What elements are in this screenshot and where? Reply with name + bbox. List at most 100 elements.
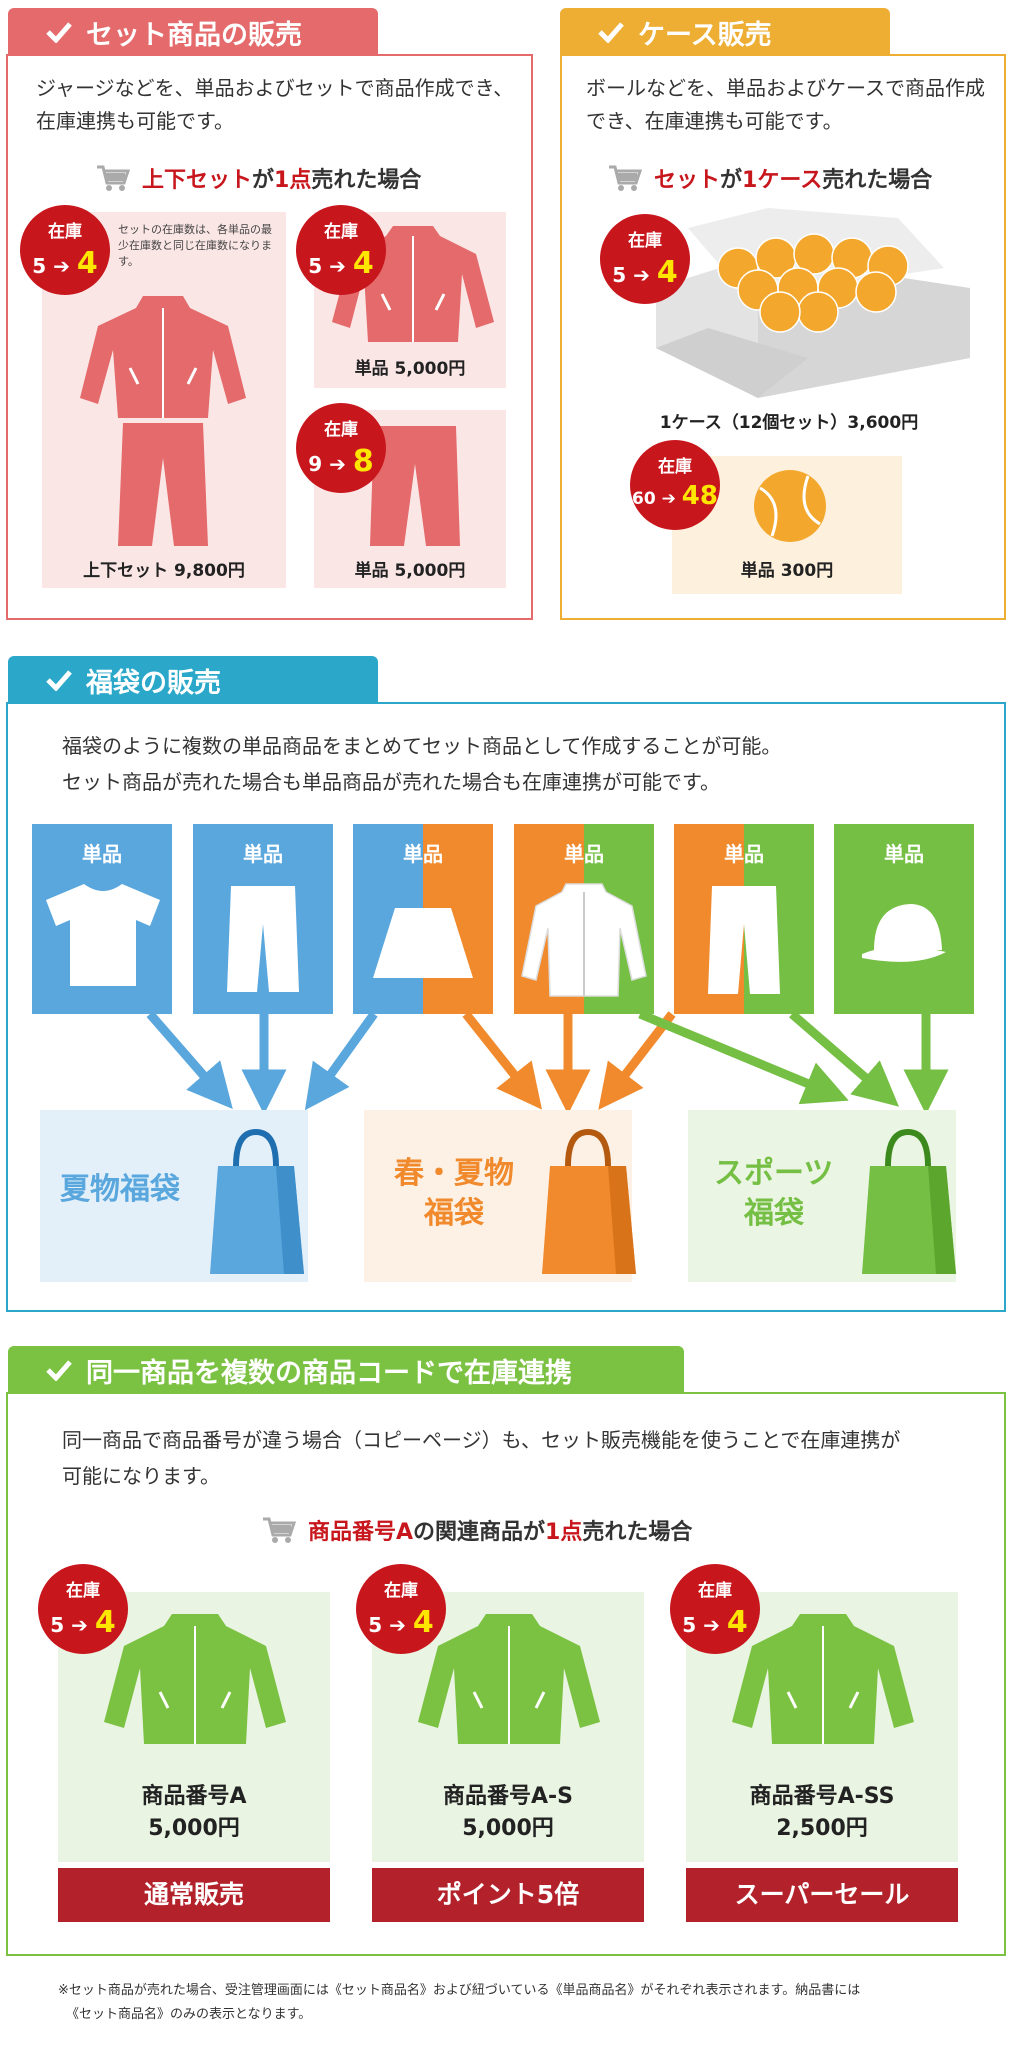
sports-bag-card: スポーツ 福袋 [688,1110,956,1282]
summer-bag-label: 夏物福袋 [60,1172,180,1207]
scenario-item: セット [654,168,721,193]
tile-shorts: 単品 [193,824,333,1014]
point-5x-button[interactable]: ポイント5倍 [372,1868,644,1922]
spring-summer-bag-card: 春・夏物 福袋 [364,1110,636,1282]
scenario-count: 1ケース [742,168,823,193]
shopping-bag-icon [542,1128,636,1274]
ball-icon [754,470,826,542]
stock-label: 在庫 [384,1581,418,1601]
stock-from: 9 [308,452,323,476]
stock-to: 8 [352,444,374,479]
set-note: セットの在庫数は、各単品の最少在庫数と同じ在庫数になります。 [118,223,272,268]
stock-from: 5 [32,254,47,278]
cart-icon [97,165,130,191]
stock-from: 5 [612,263,627,287]
scenario-post: 売れた場合 [822,168,933,193]
product-price: 2,500円 [776,1816,868,1841]
product-a-stock-badge: 在庫 5 ➔ 4 [38,1564,128,1654]
stock-from: 5 [308,254,323,278]
scenario-count: 1点 [274,168,312,193]
tile-label: 単品 [403,842,443,866]
tshirt-icon [46,884,160,986]
check-icon [598,22,624,43]
stock-to: 4 [76,246,98,281]
stock-to: 4 [656,255,678,290]
scenario-post: 売れた場合 [582,1520,693,1545]
pants-icon [370,426,460,546]
flow-arrows [146,1010,949,1115]
ball-case-icon [656,208,970,398]
stock-label: 在庫 [48,222,82,242]
green-jacket-icon [732,1614,914,1744]
product-code: 商品番号A-SS [749,1784,895,1809]
product-code: 商品番号A [141,1784,247,1809]
cart-icon [263,1517,296,1543]
single-ball-stock-badge: 在庫 60 ➔ 48 [630,440,720,530]
scenario-mid: の関連商品が [413,1520,546,1545]
stock-to: 4 [412,1605,434,1640]
set-sales-header: セット商品の販売 [8,8,378,56]
cap-icon [862,904,946,962]
green-jacket-icon [418,1614,600,1744]
stock-label: 在庫 [658,457,692,477]
tile-label: 単品 [884,842,924,866]
tile-pants: 単品 [674,824,814,1014]
tile-jacket: 単品 [514,824,654,1014]
spring-summer-bag-label-1: 春・夏物 [394,1156,514,1191]
multi-code-desc-1: 同一商品で商品番号が違う場合（コピーページ）も、セット販売機能を使うことで在庫連… [62,1428,901,1452]
stock-label: 在庫 [66,1581,100,1601]
check-icon [46,670,72,691]
skirt-icon [373,908,473,978]
check-icon [46,1360,72,1381]
case-stock-badge: 在庫 5 ➔ 4 [600,214,690,304]
tile-tshirt: 単品 [32,824,172,1014]
lucky-bag-header: 福袋の販売 [8,656,378,704]
stock-from: 5 [368,1613,383,1637]
footnote-2: 《セット商品名》のみの表示となります。 [66,2007,312,2022]
normal-sale-button[interactable]: 通常販売 [58,1868,330,1922]
set-sales-desc: ジャージなどを、単品およびセットで商品作成でき、在庫連携も可能です。 [36,76,514,133]
stock-from: 5 [682,1613,697,1637]
case-sales-title: ケース販売 [638,19,772,51]
scenario-item: 商品番号A [308,1520,414,1545]
shopping-bag-icon [862,1128,956,1274]
sports-bag-label-1: スポーツ [714,1156,834,1191]
case-sales-desc: ボールなどを、単品およびケースで商品作成でき、在庫連携も可能です。 [586,76,985,133]
product-price: 5,000円 [148,1816,240,1841]
lucky-bag-desc-1: 福袋のように複数の単品商品をまとめてセット商品として作成することが可能。 [62,734,782,758]
stock-to: 4 [94,1605,116,1640]
stock-label: 在庫 [324,420,358,440]
stock-to: 48 [681,481,718,511]
product-code: 商品番号A-S [442,1784,573,1809]
tile-label: 単品 [82,842,122,866]
tile-label: 単品 [243,842,283,866]
tile-label: 単品 [564,842,604,866]
set-caption: 上下セット 9,800円 [83,561,245,581]
pants-stock-badge: 在庫 9 ➔ 8 [296,403,386,493]
case-sales-header: ケース販売 [560,8,890,56]
multi-code-title: 同一商品を複数の商品コードで在庫連携 [86,1357,572,1389]
scenario-item: 上下セット [142,168,253,193]
stock-to: 4 [352,246,374,281]
tracksuit-icon [80,296,246,546]
super-sale-button[interactable]: スーパーセール [686,1868,958,1922]
product-a-s-stock-badge: 在庫 5 ➔ 4 [356,1564,446,1654]
scenario-count: 1点 [545,1520,583,1545]
lucky-bag-desc-2: セット商品が売れた場合も単品商品が売れた場合も在庫連携が可能です。 [62,770,720,794]
stock-label: 在庫 [698,1581,732,1601]
scenario-mid: が [252,168,275,193]
jacket-caption: 単品 5,000円 [354,359,466,379]
sports-bag-label-2: 福袋 [744,1196,804,1231]
lucky-bag-title: 福袋の販売 [86,667,221,699]
pants-outline-icon [708,886,780,994]
summer-bag-card: 夏物福袋 [40,1110,308,1282]
set-stock-badge: 在庫 5 ➔ 4 [20,205,110,295]
multi-code-header: 同一商品を複数の商品コードで在庫連携 [8,1346,684,1394]
stock-label: 在庫 [628,231,662,251]
single-ball-caption: 単品 300円 [740,561,834,581]
set-sales-title: セット商品の販売 [86,19,302,51]
footnote-1: ※セット商品が売れた場合、受注管理画面には《セット商品名》および紐づいている《単… [58,1983,861,1998]
